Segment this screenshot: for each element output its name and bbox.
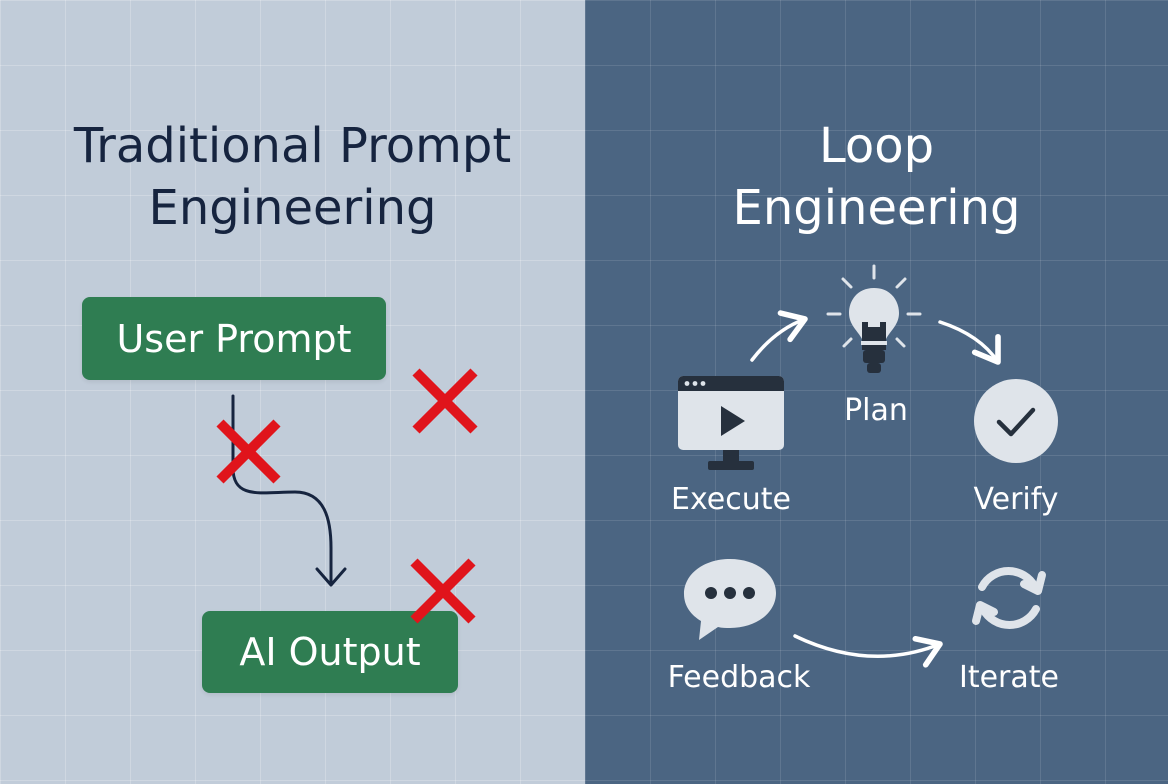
user-prompt-box: User Prompt (82, 297, 386, 380)
step-plan-label: Plan (844, 393, 908, 428)
ai-output-label: AI Output (239, 630, 421, 674)
step-verify-label: Verify (973, 482, 1059, 517)
loop-title-line1: Loop (818, 118, 935, 174)
step-execute-label: Execute (671, 482, 791, 517)
cross-icon (410, 558, 476, 624)
ai-output-box: AI Output (202, 611, 458, 693)
loop-arrow-plan-verify (938, 320, 1001, 365)
step-feedback-label: Feedback (667, 660, 811, 695)
step-iterate-label: Iterate (958, 660, 1059, 695)
flow-arrowhead (315, 567, 347, 587)
traditional-title-line2: Engineering (148, 180, 437, 236)
lightbulb-icon (826, 264, 922, 373)
checkmark-icon (974, 379, 1058, 463)
refresh-icon (972, 567, 1046, 629)
cross-icon (412, 368, 478, 434)
traditional-title: Traditional Prompt Engineering (0, 115, 585, 239)
flow-line (231, 394, 333, 585)
traditional-title-line1: Traditional Prompt (73, 118, 512, 174)
user-prompt-label: User Prompt (116, 316, 352, 361)
loop-arrow-execute-plan (750, 310, 808, 362)
traditional-panel (0, 0, 585, 784)
loop-title-line2: Engineering (732, 180, 1021, 236)
cross-icon (216, 419, 281, 484)
loop-arrow-feedback-iterate (793, 634, 943, 668)
chat-bubble-icon (684, 559, 776, 640)
monitor-play-icon (678, 376, 784, 470)
loop-title: Loop Engineering (585, 115, 1168, 239)
